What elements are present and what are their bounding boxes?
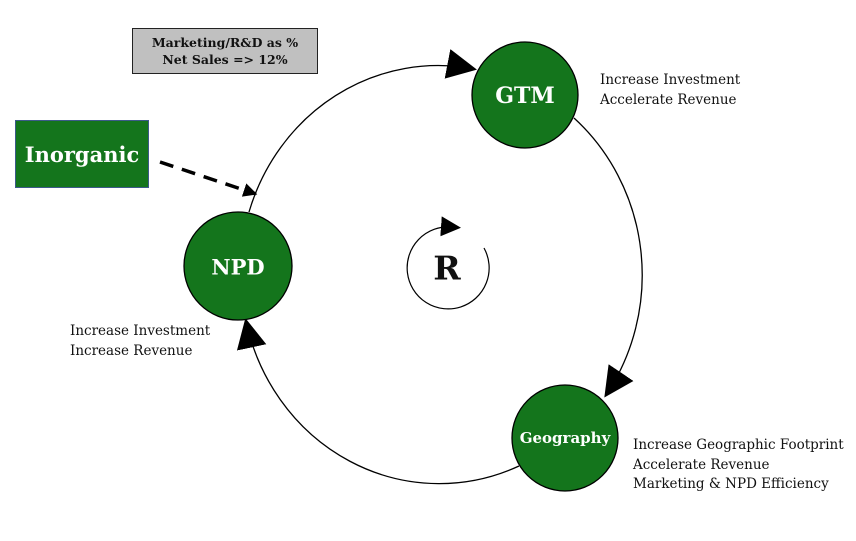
gtm-note: Accelerate Revenue xyxy=(600,91,737,108)
arc-geography-to-npd xyxy=(236,318,520,485)
npd-notes: Increase Investment Increase Revenue xyxy=(70,322,210,361)
node-gtm[interactable] xyxy=(471,41,579,149)
inorganic-label: Inorganic xyxy=(24,141,140,167)
node-npd[interactable] xyxy=(183,211,293,321)
geography-note: Accelerate Revenue xyxy=(633,456,770,473)
arc-gtm-to-geography xyxy=(573,117,643,398)
node-geography[interactable] xyxy=(511,384,619,492)
geography-note: Marketing & NPD Efficiency xyxy=(633,476,829,492)
node-gtm-label: GTM xyxy=(495,83,555,109)
metric-line-1: Marketing/R&D as % xyxy=(151,35,299,50)
node-geography-label: Geography xyxy=(519,429,611,447)
node-npd-label: NPD xyxy=(211,254,265,280)
reinforcing-loop-label: R xyxy=(433,248,461,288)
reinforcing-loop-icon xyxy=(406,216,490,310)
arc-npd-to-gtm xyxy=(248,49,477,213)
metric-line-2: Net Sales => 12% xyxy=(162,52,288,67)
inorganic-dashed-arrow xyxy=(159,160,258,197)
gtm-note: Increase Investment xyxy=(600,72,741,88)
inorganic-box[interactable]: Inorganic xyxy=(15,120,149,188)
metric-box: Marketing/R&D as % Net Sales => 12% xyxy=(132,28,318,74)
npd-note: Increase Revenue xyxy=(70,342,193,359)
geography-note: Increase Geographic Footprint xyxy=(633,437,844,453)
gtm-notes: Increase Investment Accelerate Revenue xyxy=(600,71,740,110)
geography-notes: Increase Geographic Footprint Accelerate… xyxy=(633,436,844,495)
npd-note: Increase Investment xyxy=(70,323,211,339)
